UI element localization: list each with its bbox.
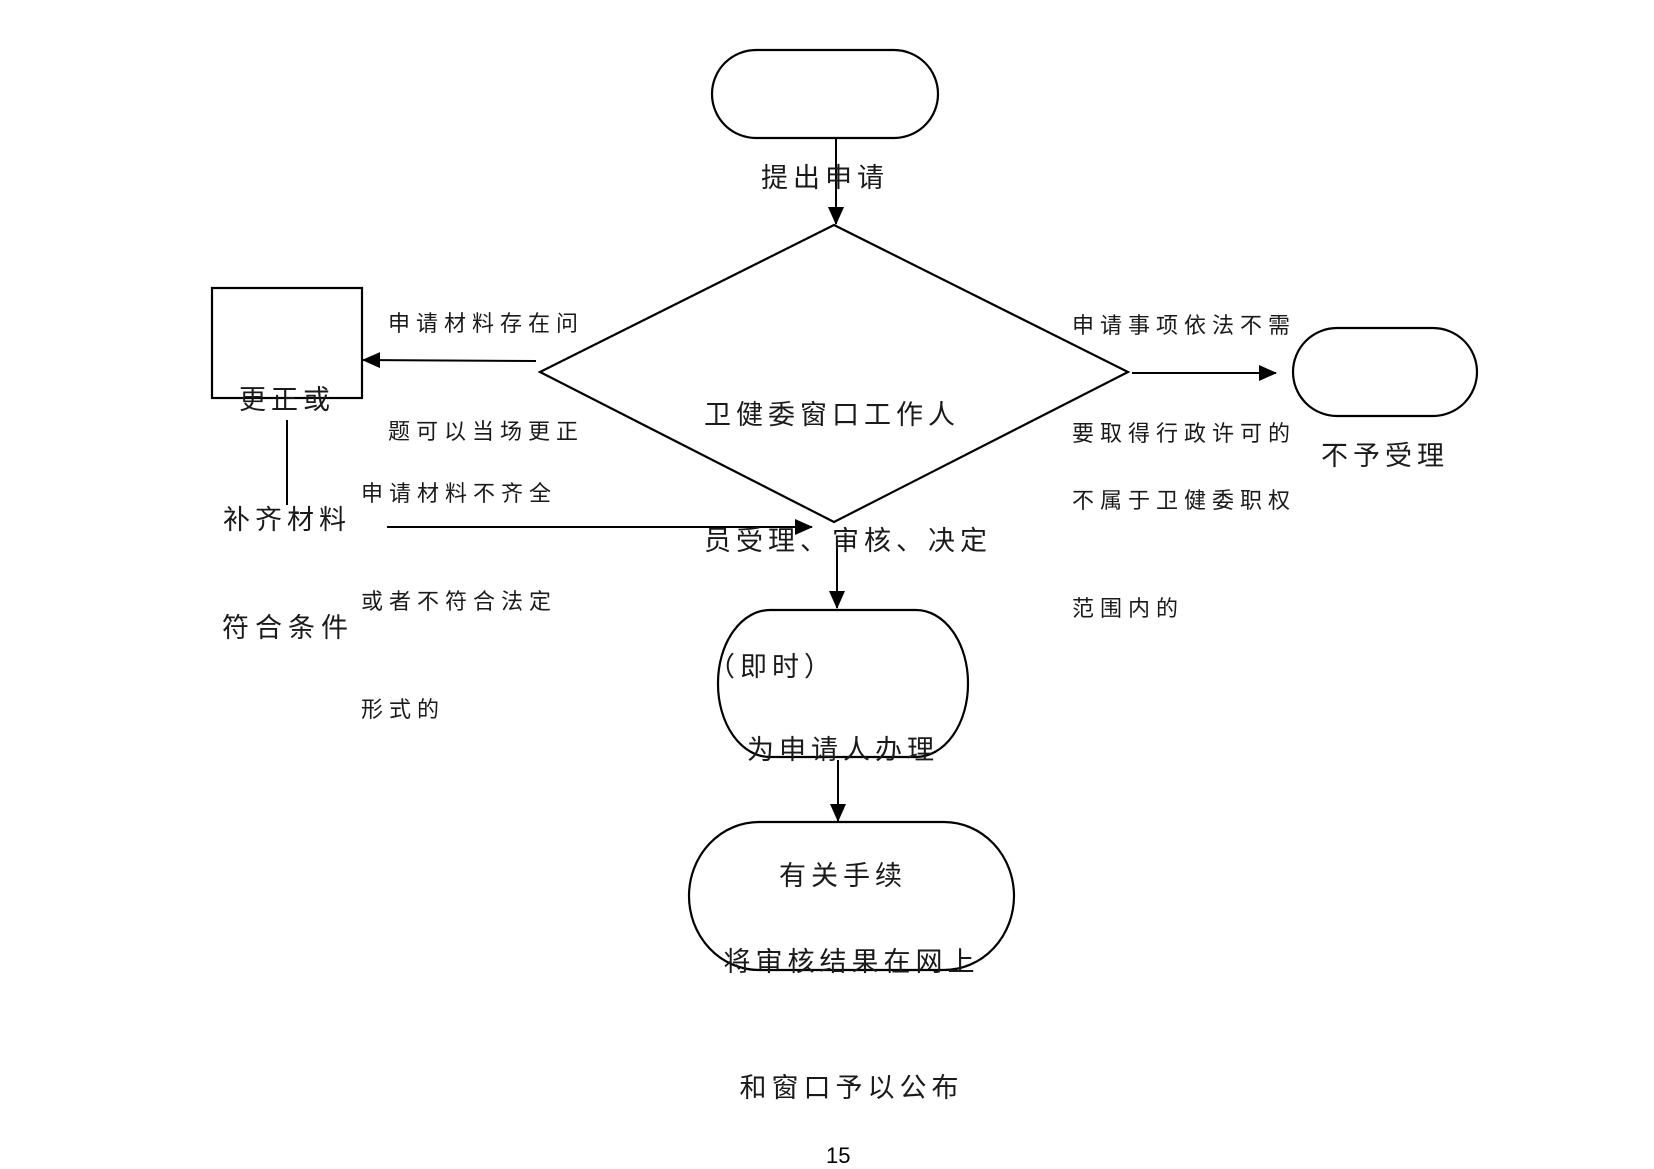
- review-node-line: （即时）: [708, 652, 836, 683]
- note-qualified: 符合条件: [222, 524, 354, 692]
- start-node-label: 提出申请: [712, 74, 938, 242]
- procedure-node-line: 为申请人办理: [747, 735, 939, 766]
- note-line: 题可以当场更正: [388, 420, 585, 445]
- start-node-line: 提出申请: [761, 163, 889, 194]
- note-out-of-scope: 不属于卫健委职权 范围内的: [1072, 412, 1296, 664]
- correction-box-shape: [210, 286, 364, 400]
- page-number: 15: [826, 1143, 851, 1168]
- correction-node-line: 更正或: [239, 385, 335, 416]
- procedure-node-line: 有关手续: [779, 861, 907, 892]
- review-node-line: 卫健委窗口工作人: [704, 400, 960, 431]
- note-correct-on-site: 申请材料存在问 题可以当场更正: [388, 235, 584, 487]
- note-line: 范围内的: [1072, 597, 1185, 622]
- note-line: 要取得行政许可的: [1072, 422, 1297, 447]
- note-incomplete: 申请材料不齐全 或者不符合法定 形式的: [361, 405, 557, 765]
- review-node-line: 员受理、审核、决定: [704, 526, 992, 557]
- note-line: 申请事项依法不需: [1072, 314, 1297, 339]
- publish-node-label: 将审核结果在网上 和窗口予以公布: [689, 858, 1014, 1152]
- reject-terminal-shape: [1291, 326, 1479, 418]
- note-line: 形式的: [361, 698, 446, 723]
- note-line: 或者不符合法定: [361, 590, 558, 615]
- note-line: 申请材料不齐全: [361, 482, 558, 507]
- reject-node-line: 不予受理: [1321, 441, 1449, 472]
- note-line: 不属于卫健委职权: [1072, 489, 1297, 514]
- note-line: 符合条件: [222, 613, 354, 644]
- publish-node-line: 和窗口予以公布: [739, 1073, 964, 1104]
- note-line: 申请材料存在问: [388, 312, 585, 337]
- review-decision-shape: [537, 223, 1131, 524]
- correction-node-line: 补齐材料: [223, 505, 351, 536]
- procedure-terminal-shape: [716, 608, 970, 759]
- publish-node-line: 将审核结果在网上: [723, 947, 980, 978]
- reject-node-label: 不予受理: [1293, 352, 1477, 520]
- note-no-permit-needed: 申请事项依法不需 要取得行政许可的: [1072, 237, 1296, 489]
- procedure-node-label: 为申请人办理 有关手续: [718, 646, 968, 940]
- publish-terminal-shape: [687, 820, 1016, 972]
- review-node-label: 卫健委窗口工作人 员受理、审核、决定 （即时）: [704, 311, 992, 731]
- correction-node-label: 更正或 补齐材料: [212, 301, 362, 581]
- start-terminal-shape: [710, 48, 940, 140]
- arrow-review-to-correction: [362, 352, 537, 369]
